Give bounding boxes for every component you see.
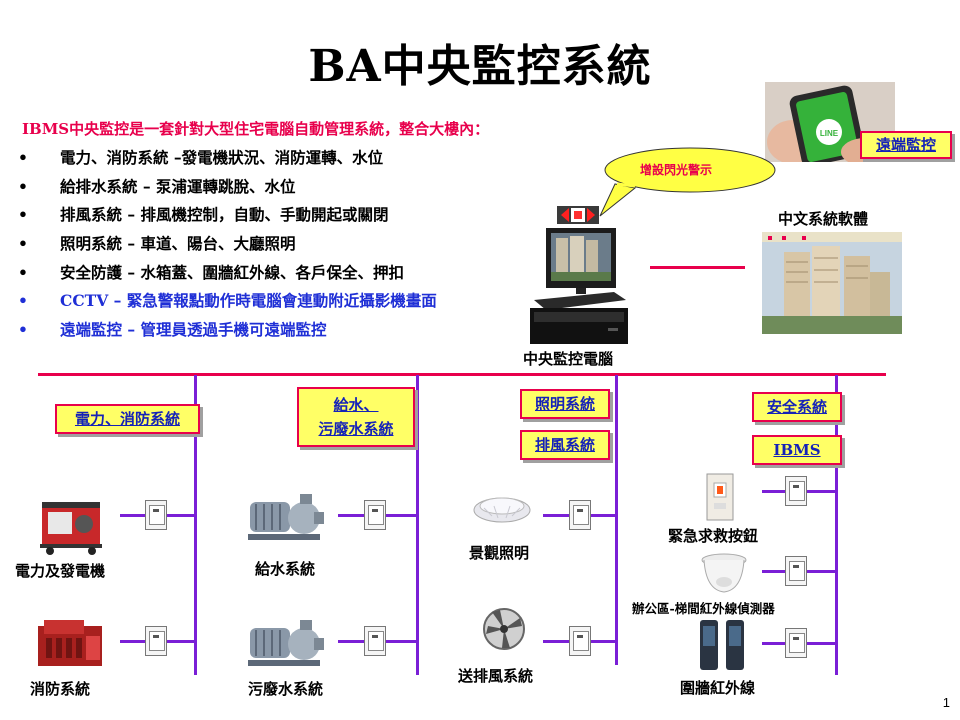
tag-lighting: 照明系統 [520, 389, 610, 419]
tag-remote-monitoring: 遠端監控 [860, 131, 952, 159]
controller-panel-icon [785, 628, 807, 658]
controller-panel-icon [145, 626, 167, 656]
callout-text: 增設閃光警示 [640, 163, 713, 177]
label-emergency-button: 緊急求救按鈕 [668, 527, 759, 545]
page-title: BA中央監控系統 [308, 41, 652, 92]
software-screenshot-image [762, 232, 902, 334]
bullet-lighting: 照明系統 – 車道、陽台、大廳照明 [18, 232, 437, 261]
fire-pump-image [38, 620, 102, 666]
main-bus-line [38, 373, 886, 376]
flash-warning-icon [557, 206, 599, 224]
controller-panel-icon [569, 500, 591, 530]
label-office-ir: 辦公區-梯間紅外線偵測器 [632, 601, 775, 616]
bullet-water: 給排水系統 – 泵浦運轉跳脫、水位 [18, 175, 437, 204]
bullet-cctv: CCTV – 緊急警報點動作時電腦會連動附近攝影機畫面 [18, 289, 437, 318]
tag-exhaust: 排風系統 [520, 430, 610, 460]
tag-ibms: IBMS [752, 435, 842, 465]
water-pump-image [248, 494, 324, 540]
controller-panel-icon [785, 476, 807, 506]
label-water-supply: 給水系統 [255, 560, 316, 578]
tag-water-line1: 給水、 [333, 396, 379, 414]
software-label: 中文系統軟體 [778, 210, 869, 228]
label-sewage: 污廢水系統 [248, 680, 324, 698]
controller-panel-icon [145, 500, 167, 530]
ir-detector-image [701, 553, 747, 593]
controller-panel-icon [569, 626, 591, 656]
vline-water [416, 375, 419, 675]
intro-text: IBMS中央監控是一套針對大型住宅電腦自動管理系統，整合大樓內： [22, 120, 490, 138]
bullet-exhaust: 排風系統 – 排風機控制，自動、手動開起或關閉 [18, 203, 437, 232]
link-computer-software [650, 266, 745, 269]
central-computer-image [530, 228, 628, 344]
page-number: 1 [942, 695, 950, 710]
label-fire: 消防系統 [30, 680, 91, 698]
vline-security [835, 375, 838, 675]
bullet-remote: 遠端監控 – 管理員透過手機可遠端監控 [18, 318, 437, 347]
bullet-power-fire: 電力、消防系統 –發電機狀況、消防運轉、水位 [18, 146, 437, 175]
vline-lighting [615, 375, 618, 665]
central-computer-label: 中央監控電腦 [523, 350, 614, 368]
controller-panel-icon [364, 626, 386, 656]
callout-bubble [599, 147, 776, 217]
bullet-security: 安全防護 – 水箱蓋、圍牆紅外線、各戶保全、押扣 [18, 261, 437, 290]
exhaust-fan-image [483, 608, 525, 650]
emergency-button-image [706, 473, 734, 521]
tag-water-line2: 污廢水系統 [318, 420, 394, 438]
fence-ir-sensor-image [700, 620, 744, 670]
vline-power [194, 375, 197, 675]
controller-panel-icon [785, 556, 807, 586]
label-fence-ir: 圍牆紅外線 [680, 679, 756, 697]
feature-list: 電力、消防系統 –發電機狀況、消防運轉、水位 給排水系統 – 泵浦運轉跳脫、水位… [18, 146, 437, 347]
controller-panel-icon [364, 500, 386, 530]
tag-security: 安全系統 [752, 392, 842, 422]
tag-power-fire: 電力、消防系統 [55, 404, 200, 434]
label-ventilation: 送排風系統 [458, 667, 534, 685]
line-logo-text: LINE [820, 129, 839, 138]
label-generator: 電力及發電機 [15, 562, 106, 580]
ceiling-light-image [473, 497, 531, 523]
generator-image [40, 502, 102, 555]
label-landscape-light: 景觀照明 [469, 544, 530, 562]
sewage-pump-image [248, 620, 324, 666]
tag-water: 給水、 污廢水系統 [297, 387, 415, 447]
